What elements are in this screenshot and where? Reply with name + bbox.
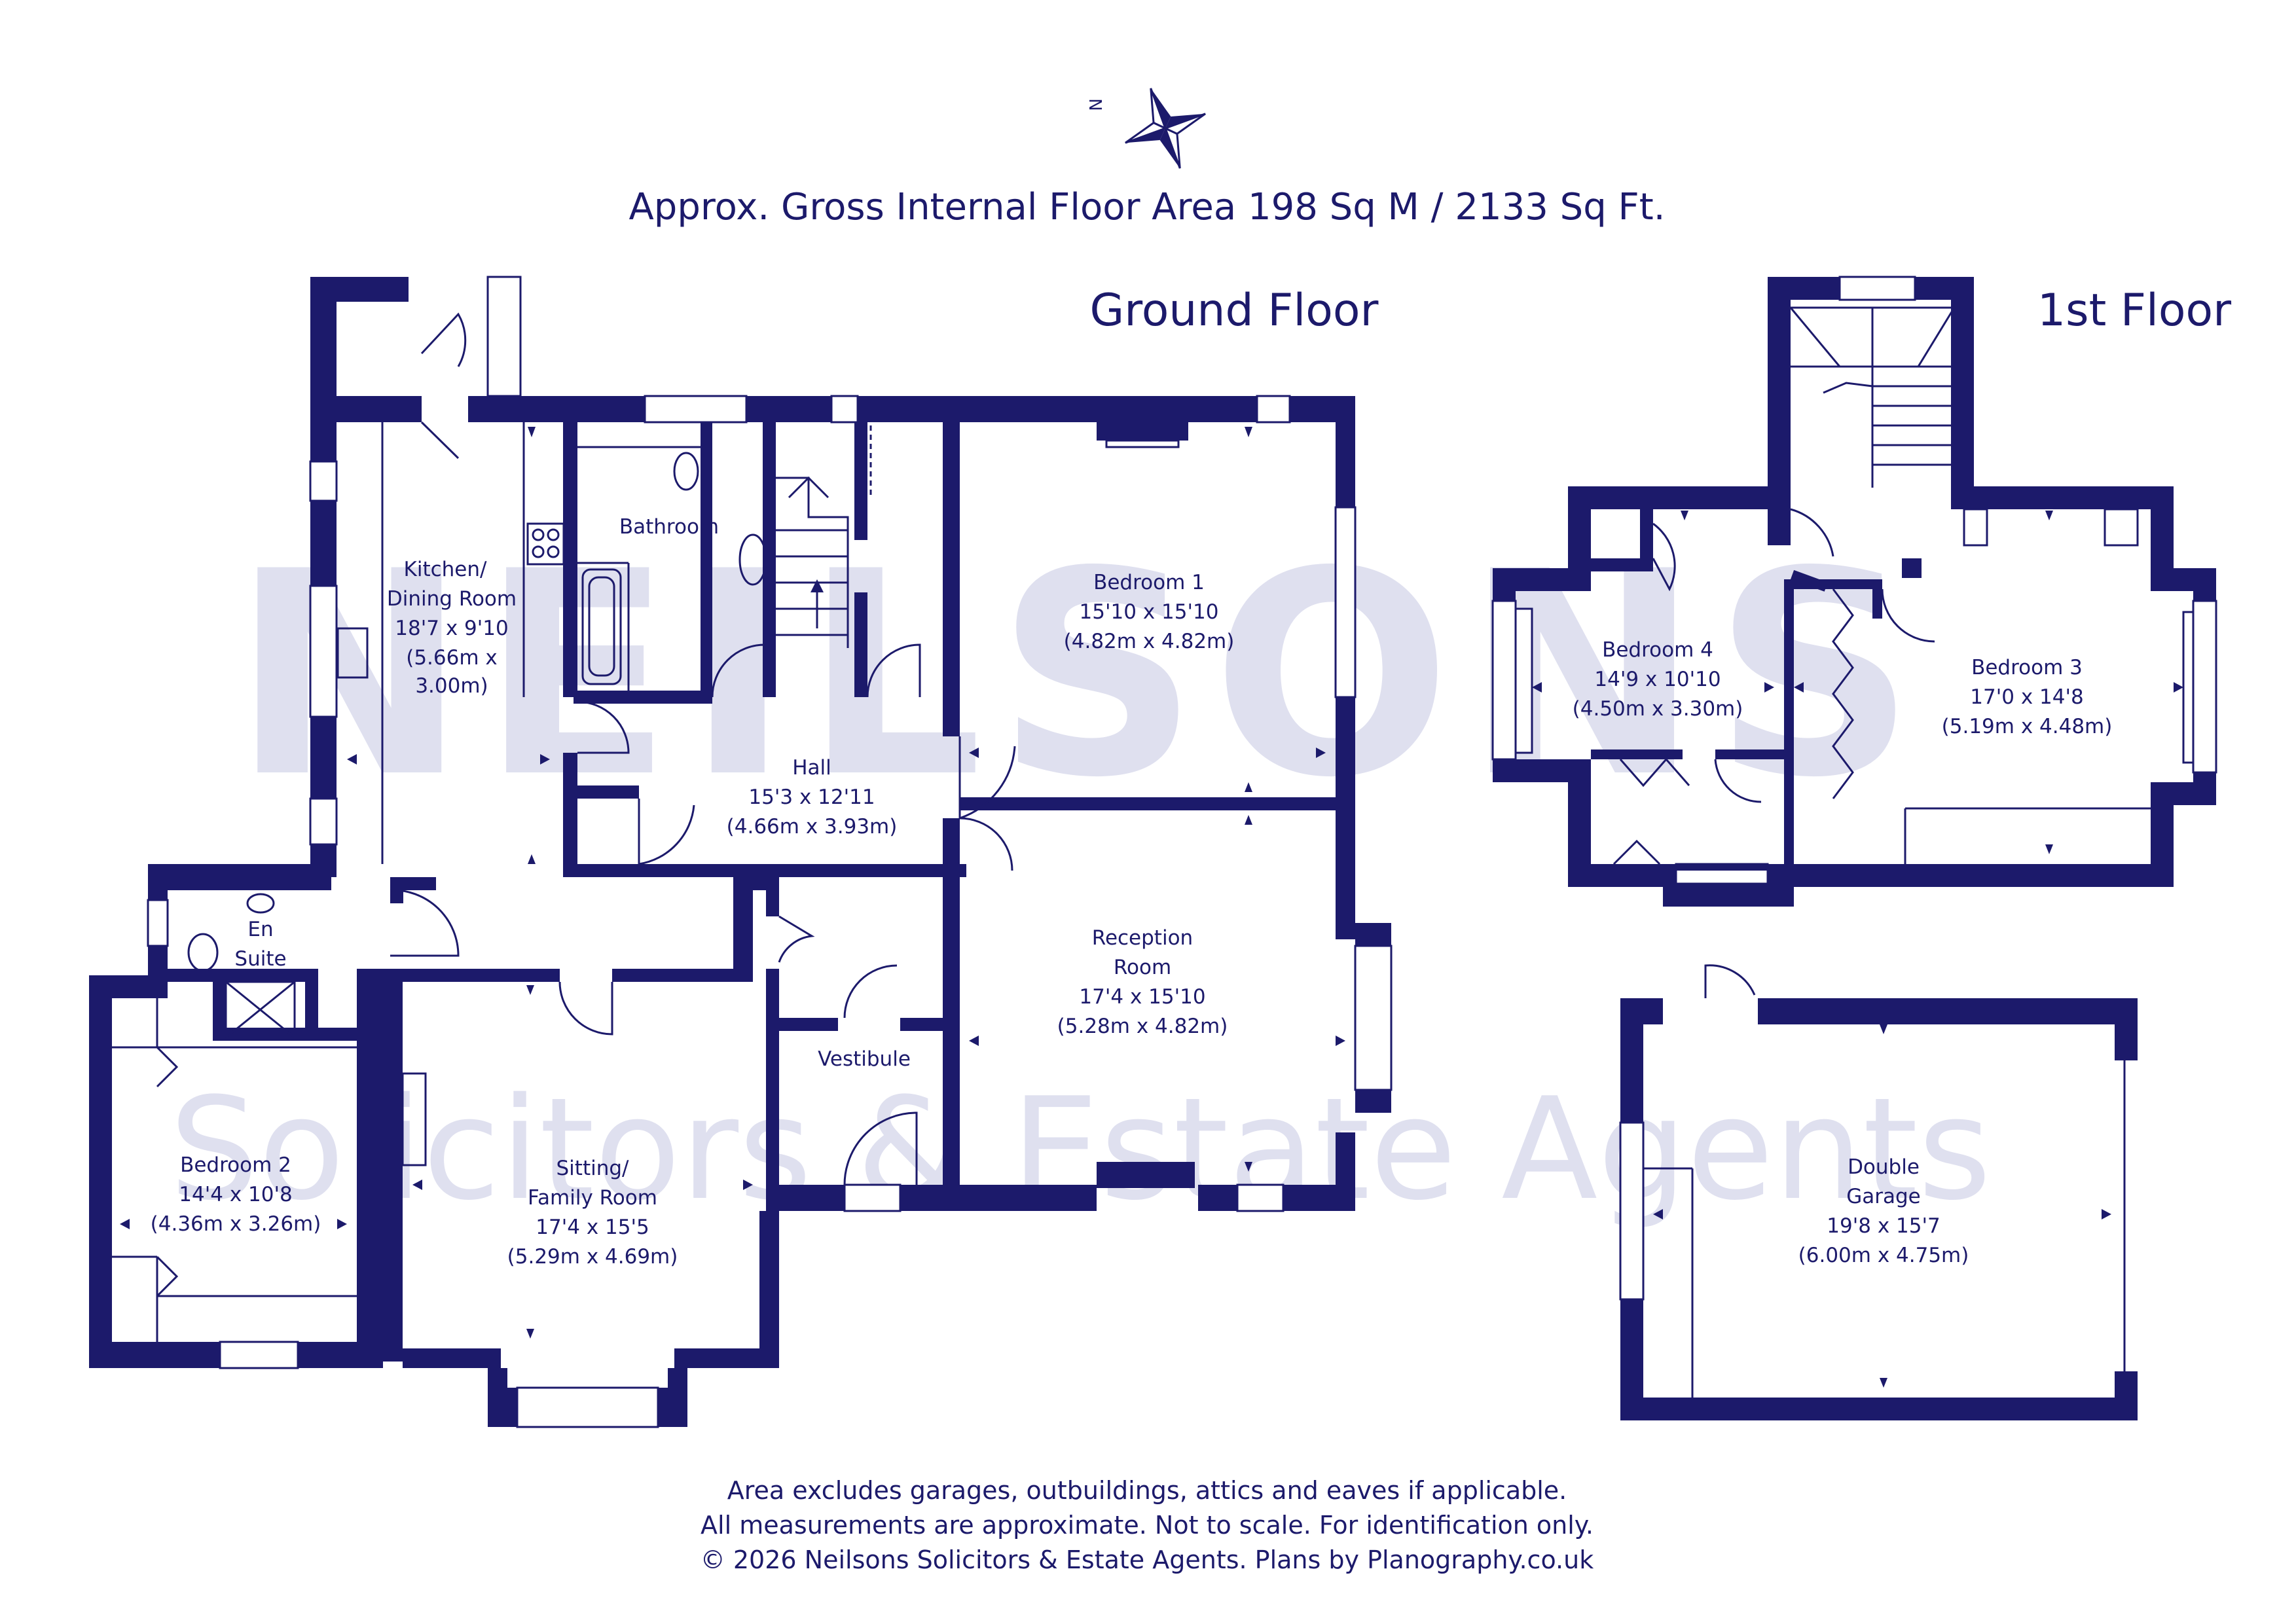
ground-floor-doors <box>156 312 1016 1297</box>
first-staircase <box>1789 306 1956 488</box>
first-floor-fixtures <box>1675 306 2151 885</box>
ground-staircase <box>776 425 872 648</box>
kitchen-imperial: 18'7 x 9'10 <box>395 617 508 640</box>
footer: Area excludes garages, outbuildings, att… <box>701 1476 1594 1574</box>
ground-floor-labels: Kitchen/ Dining Room 18'7 x 9'10 (5.66m … <box>151 515 1235 1269</box>
bedroom1-imperial: 15'10 x 15'10 <box>1080 600 1219 624</box>
garage-name: Double <box>1848 1155 1920 1179</box>
sitting-name: Sitting/ <box>556 1157 630 1180</box>
reception-metric: (5.28m x 4.82m) <box>1057 1015 1228 1038</box>
garage-metric: (6.00m x 4.75m) <box>1798 1244 1969 1267</box>
bedroom1-name: Bedroom 1 <box>1093 571 1205 594</box>
dimension-markers <box>120 427 2183 1388</box>
bedroom2-imperial: 14'4 x 10'8 <box>179 1183 292 1206</box>
garage-walls <box>1619 964 2138 1420</box>
vestibule-name: Vestibule <box>818 1047 911 1071</box>
ground-floor-windows <box>147 276 1393 1428</box>
bedroom3-imperial: 17'0 x 14'8 <box>1970 685 2083 709</box>
area-title: Approx. Gross Internal Floor Area 198 Sq… <box>629 186 1665 228</box>
hall-imperial: 15'3 x 12'11 <box>748 785 875 809</box>
bath-icon <box>581 568 622 685</box>
sitting-name-2: Family Room <box>528 1186 657 1210</box>
sitting-metric: (5.29m x 4.69m) <box>507 1245 678 1269</box>
kitchen-name-2: Dining Room <box>387 587 517 611</box>
bedroom2-metric: (4.36m x 3.26m) <box>151 1212 321 1236</box>
toilet-icon <box>673 452 699 491</box>
reception-name: Reception <box>1092 926 1193 950</box>
bathroom-name: Bathroom <box>619 515 719 539</box>
kitchen-metric-2: 3.00m) <box>415 674 488 698</box>
bedroom3-name: Bedroom 3 <box>1971 656 2083 679</box>
garage-labels: Double Garage 19'8 x 15'7 (6.00m x 4.75m… <box>1798 1155 1969 1267</box>
reception-name-2: Room <box>1114 956 1171 979</box>
hob-icon <box>526 522 565 566</box>
ensuite-name-2: Suite <box>234 947 286 971</box>
basin-icon <box>738 533 767 586</box>
ground-floor-fixtures <box>112 422 1186 1342</box>
first-floor-label: 1st Floor <box>2037 285 2231 336</box>
footer-line-1: Area excludes garages, outbuildings, att… <box>727 1476 1567 1505</box>
bedroom1-metric: (4.82m x 4.82m) <box>1064 630 1235 653</box>
compass-north-label: N <box>1085 98 1104 111</box>
ensuite-name: En <box>247 918 273 941</box>
ground-floor-label: Ground Floor <box>1090 285 1379 336</box>
first-floor-walls <box>1493 277 2216 907</box>
shower-tray-icon <box>225 981 296 1039</box>
ground-floor-walls <box>89 277 1391 1427</box>
footer-line-3: © 2026 Neilsons Solicitors & Estate Agen… <box>701 1545 1594 1574</box>
garage-imperial: 19'8 x 15'7 <box>1827 1214 1940 1238</box>
garage-name-2: Garage <box>1846 1185 1921 1208</box>
reception-imperial: 17'4 x 15'10 <box>1079 985 1205 1009</box>
hall-metric: (4.66m x 3.93m) <box>727 815 898 839</box>
sitting-imperial: 17'4 x 15'5 <box>536 1216 649 1239</box>
first-floor-windows <box>1491 276 2217 774</box>
bedroom4-name: Bedroom 4 <box>1602 638 1713 662</box>
kitchen-sink-icon <box>337 627 369 679</box>
bedroom4-metric: (4.50m x 3.30m) <box>1573 697 1743 721</box>
first-floor-labels: Bedroom 4 14'9 x 10'10 (4.50m x 3.30m) B… <box>1573 638 2113 738</box>
bedroom4-imperial: 14'9 x 10'10 <box>1594 668 1721 691</box>
bedroom3-metric: (5.19m x 4.48m) <box>1942 715 2113 738</box>
first-floor-doors <box>1613 508 1935 865</box>
footer-line-2: All measurements are approximate. Not to… <box>701 1511 1594 1540</box>
kitchen-metric: (5.66m x <box>406 646 498 670</box>
kitchen-name: Kitchen/ <box>404 558 488 581</box>
compass-rose-icon <box>1125 88 1206 169</box>
bedroom2-name: Bedroom 2 <box>180 1153 291 1177</box>
hall-name: Hall <box>792 756 831 780</box>
